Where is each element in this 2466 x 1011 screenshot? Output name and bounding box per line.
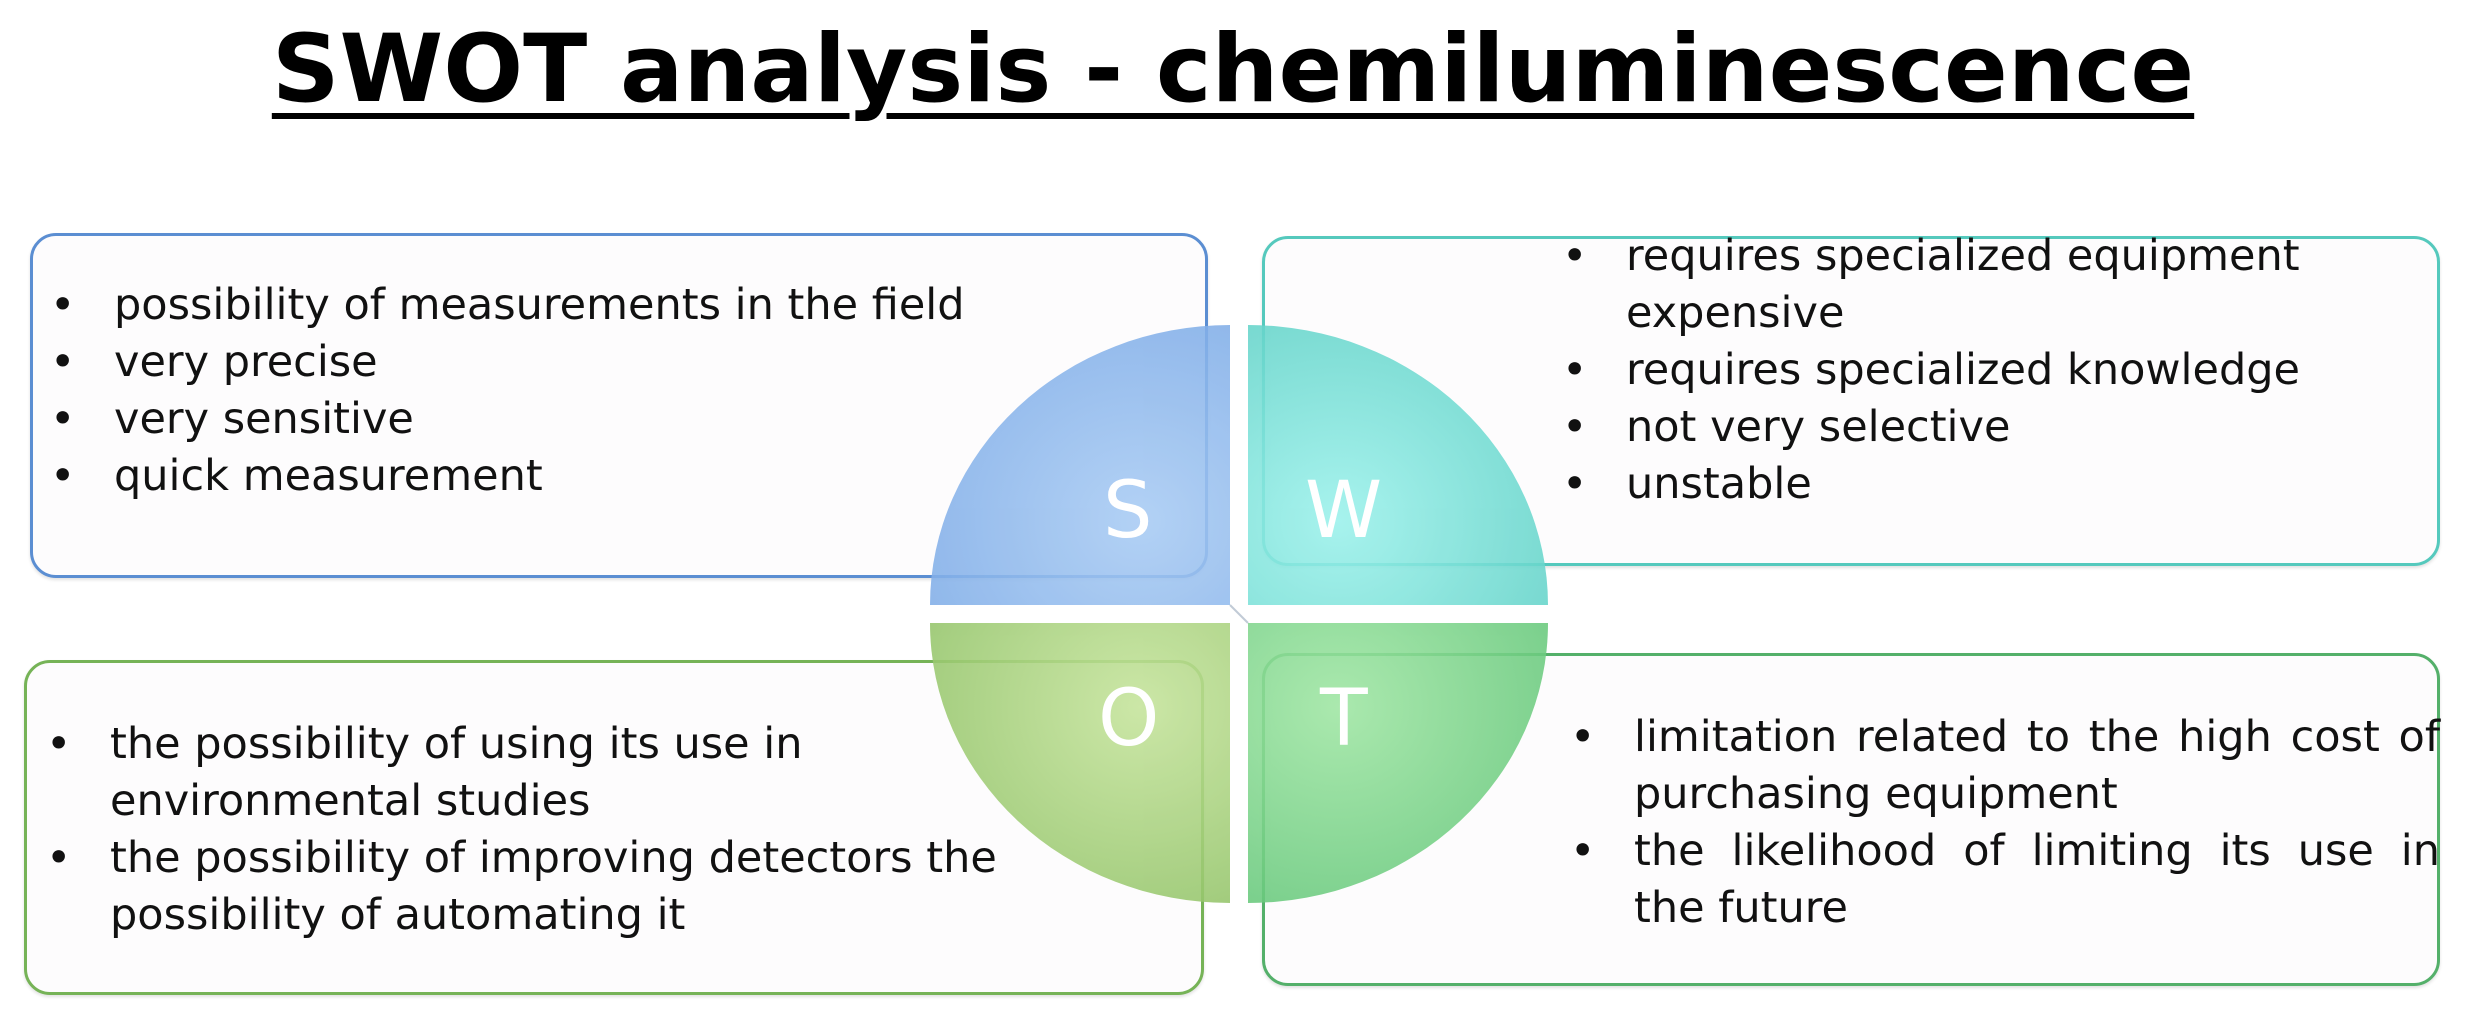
opportunities-list: the possibility of using its use in envi… xyxy=(36,716,1056,944)
list-item: limitation related to the high cost of p… xyxy=(1560,709,2440,823)
list-item: quick measurement xyxy=(40,448,1140,505)
list-item: requires specialized equipment expensive xyxy=(1552,228,2352,342)
strengths-list: possibility of measurements in the field… xyxy=(40,277,1140,505)
list-item: requires specialized knowledge xyxy=(1552,342,2352,399)
quadrant-w-shape xyxy=(1248,325,1548,605)
list-item: unstable xyxy=(1552,456,2352,513)
list-item: not very selective xyxy=(1552,399,2352,456)
quadrant-t-letter: T xyxy=(1320,674,1368,764)
list-item: possibility of measurements in the field xyxy=(40,277,1140,334)
threats-list: limitation related to the high cost of p… xyxy=(1560,709,2440,937)
quadrant-w-letter: W xyxy=(1305,466,1383,556)
list-item: the possibility of using its use in envi… xyxy=(36,716,1056,830)
weaknesses-list: requires specialized equipment expensive… xyxy=(1552,228,2352,513)
page-title: SWOT analysis - chemiluminescence xyxy=(271,15,2195,124)
list-item: the likelihood of limiting its use in th… xyxy=(1560,823,2440,937)
list-item: very sensitive xyxy=(40,391,1140,448)
list-item: very precise xyxy=(40,334,1140,391)
quadrant-t-shape xyxy=(1248,623,1548,903)
quadrant-o-shape xyxy=(930,623,1230,903)
quadrant-o-letter: O xyxy=(1098,674,1160,764)
list-item: the possibility of improving detectors t… xyxy=(36,830,1056,944)
